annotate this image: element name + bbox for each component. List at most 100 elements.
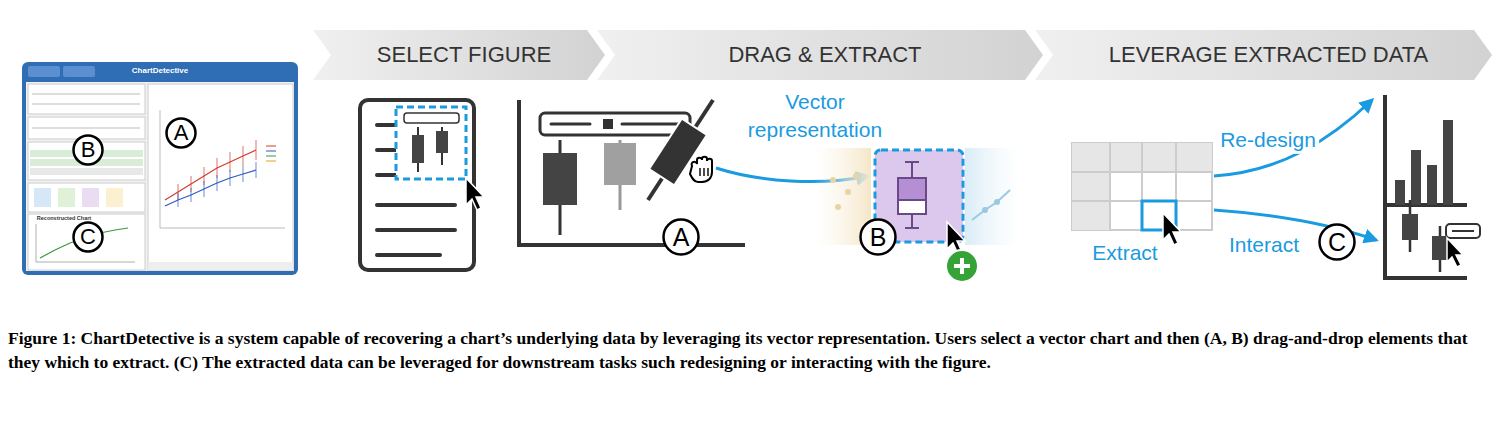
box-chart-part bbox=[519, 100, 745, 245]
callout-letter: B bbox=[870, 225, 887, 250]
text-holder: LEVERAGE EXTRACTED DATA bbox=[1035, 30, 1492, 80]
tool-screenshot-part bbox=[63, 66, 95, 77]
tool-screenshot-part bbox=[28, 214, 145, 270]
result-charts-part bbox=[1447, 238, 1463, 267]
tool-screenshot-part bbox=[165, 150, 256, 200]
panel-heading: Reconstructed Chart bbox=[37, 215, 91, 222]
element-cards-part bbox=[898, 199, 926, 201]
step-title: LEVERAGE EXTRACTED DATA bbox=[1099, 44, 1428, 66]
action-label: Extract bbox=[1092, 239, 1157, 267]
box-chart-part bbox=[622, 123, 680, 126]
text-holder: A bbox=[662, 218, 700, 256]
box-chart-part bbox=[604, 143, 636, 185]
document-icon-part bbox=[360, 100, 474, 270]
result-charts-part bbox=[1395, 180, 1405, 205]
callout-circle: C bbox=[72, 221, 104, 253]
tool-screenshot-part bbox=[82, 188, 99, 207]
result-charts-part bbox=[1411, 150, 1421, 205]
banner-shape bbox=[1035, 30, 1492, 80]
tool-screenshot-part bbox=[34, 188, 51, 207]
tool-screenshot-part bbox=[36, 262, 135, 263]
callout-circle: A bbox=[165, 117, 197, 149]
box-chart-part-part bbox=[690, 157, 712, 182]
callout-circle: B bbox=[859, 218, 897, 256]
tool-screenshot-part bbox=[266, 151, 276, 152]
data-table-part bbox=[1072, 143, 1212, 230]
document-icon-part bbox=[396, 107, 466, 179]
element-cards-part bbox=[946, 250, 978, 282]
step-banner: DRAG & EXTRACT bbox=[597, 30, 1043, 80]
tool-screenshot-part bbox=[148, 262, 293, 270]
element-cards-part bbox=[972, 190, 1010, 220]
data-table-part bbox=[1072, 143, 1110, 230]
step-banner: LEVERAGE EXTRACTED DATA bbox=[1035, 30, 1492, 80]
tool-screenshot-part bbox=[160, 110, 161, 228]
callout-letter: A bbox=[673, 225, 690, 250]
arrow-label: Vector representation bbox=[735, 88, 895, 145]
element-cards-part bbox=[898, 178, 926, 214]
box-chart-part bbox=[540, 113, 690, 135]
element-cards-part bbox=[845, 189, 851, 195]
callout-letter: A bbox=[174, 122, 189, 144]
step-title: DRAG & EXTRACT bbox=[718, 44, 921, 66]
data-table bbox=[1072, 100, 1376, 245]
box-chart-part bbox=[690, 157, 712, 182]
text-holder: B bbox=[72, 134, 104, 166]
tool-screenshot-part bbox=[178, 162, 256, 207]
document-icon bbox=[360, 100, 484, 270]
banner-shape bbox=[313, 30, 605, 80]
figure-caption: Figure 1: ChartDetective is a system cap… bbox=[8, 327, 1494, 375]
element-cards-part bbox=[830, 177, 836, 183]
tool-screenshot-part bbox=[28, 183, 145, 212]
tool-screenshot-part bbox=[266, 146, 276, 147]
callout-letter: B bbox=[81, 139, 96, 161]
callout-outline bbox=[167, 119, 196, 148]
element-cards-part bbox=[899, 200, 925, 213]
app-title: ChartDetective bbox=[132, 66, 188, 77]
data-table-part bbox=[1163, 213, 1181, 245]
element-cards-part bbox=[905, 161, 919, 163]
tool-screenshot-part bbox=[266, 156, 276, 157]
tool-screenshot-part bbox=[160, 228, 285, 229]
result-charts-part bbox=[1427, 165, 1437, 205]
element-cards-part bbox=[905, 227, 919, 229]
box-chart-part bbox=[603, 119, 613, 129]
document-icon-part bbox=[404, 113, 459, 123]
document-icon-part bbox=[377, 125, 455, 255]
tool-screenshot-part bbox=[266, 161, 276, 162]
text-holder: B bbox=[859, 218, 897, 256]
step-title: SELECT FIGURE bbox=[367, 44, 551, 66]
element-cards-part bbox=[965, 148, 1021, 245]
box-chart-part bbox=[543, 153, 577, 205]
tool-screenshot-part bbox=[106, 188, 123, 207]
callout-letter: C bbox=[80, 226, 96, 248]
text-holder: DRAG & EXTRACT bbox=[597, 30, 1043, 80]
text-holder: A bbox=[165, 117, 197, 149]
callout-circle: A bbox=[662, 218, 700, 256]
element-cards-part bbox=[954, 258, 970, 274]
result-charts-part bbox=[1385, 95, 1467, 205]
element-cards bbox=[815, 148, 1021, 282]
box-chart-part bbox=[551, 123, 590, 126]
callout-outline bbox=[74, 223, 103, 252]
callout-letter: C bbox=[1328, 230, 1346, 255]
element-cards-part bbox=[982, 207, 988, 213]
document-icon-part bbox=[466, 178, 484, 210]
box-chart-part-part bbox=[700, 168, 708, 176]
tool-screenshot bbox=[22, 62, 298, 275]
tool-screenshot-part bbox=[30, 168, 143, 175]
tool-screenshot-part bbox=[28, 66, 60, 77]
tool-screenshot-part bbox=[32, 104, 140, 105]
banner-shape bbox=[597, 30, 1043, 80]
text-holder: SELECT FIGURE bbox=[313, 30, 605, 80]
element-cards-part bbox=[835, 204, 841, 210]
arrow-label: Re-design bbox=[1217, 126, 1319, 154]
tool-screenshot-part bbox=[32, 128, 140, 129]
box-chart-part bbox=[648, 100, 713, 200]
tool-screenshot-part bbox=[165, 170, 256, 206]
callout-outline bbox=[74, 136, 103, 165]
result-charts-part bbox=[1446, 224, 1480, 238]
result-charts-part bbox=[1443, 120, 1453, 205]
tool-screenshot-part bbox=[26, 82, 294, 271]
